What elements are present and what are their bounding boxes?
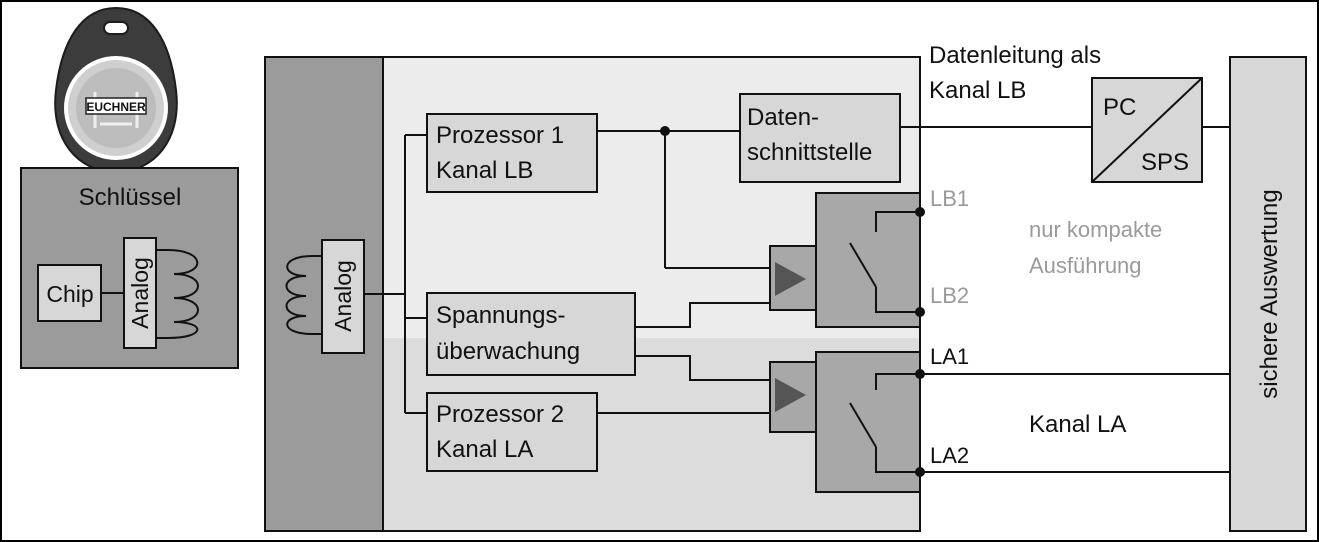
dataline-label-line1: Datenleitung als	[929, 42, 1101, 69]
analog-bus	[364, 134, 427, 414]
data-iface-line1: Daten-	[747, 104, 819, 131]
processor1-line2: Kanal LB	[436, 157, 533, 184]
key-fob-icon: EUCHNER	[54, 6, 178, 174]
key-analog-box	[123, 237, 157, 349]
key-title: Schlüssel	[79, 184, 182, 211]
la2-label: LA2	[930, 443, 969, 468]
safe-evaluation-box	[1229, 56, 1307, 532]
processor2-line1: Prozessor 2	[436, 401, 564, 428]
safe-evaluation-label: sichere Auswertung	[1256, 189, 1283, 398]
processor2-box	[426, 392, 598, 472]
reader-coil-icon	[285, 255, 322, 335]
channel-la-label: Kanal LA	[1029, 411, 1126, 438]
chip-label: Chip	[46, 281, 93, 307]
pc-sps-divider	[1091, 77, 1203, 183]
sps-label: SPS	[1141, 149, 1189, 176]
lb2-label: LB2	[930, 283, 969, 308]
processor1-line1: Prozessor 1	[436, 122, 564, 149]
junction-dot	[660, 126, 670, 136]
coil-icon	[156, 249, 199, 339]
la-switch	[769, 351, 921, 493]
processor1-box	[426, 113, 598, 193]
voltage-monitor-box	[426, 292, 636, 376]
key-analog-label: Analog	[127, 257, 153, 329]
data-interface-box	[739, 93, 901, 183]
lb1-terminal	[915, 207, 925, 217]
pc-label: PC	[1103, 94, 1136, 121]
la1-label: LA1	[930, 344, 969, 369]
compact-note-line1: nur kompakte	[1029, 217, 1162, 242]
compact-note-line2: Ausführung	[1029, 253, 1142, 278]
dataline-label-line2: Kanal LB	[929, 77, 1026, 104]
chip-box	[37, 264, 102, 322]
data-iface-line2: schnittstelle	[747, 139, 872, 166]
brand-logo: EUCHNER	[86, 100, 146, 114]
lb1-label: LB1	[930, 186, 969, 211]
lb-switch	[769, 192, 921, 328]
la-output-lines	[920, 373, 1230, 473]
voltage-line1: Spannungs-	[436, 302, 565, 329]
voltage-line2: überwachung	[436, 338, 580, 365]
lb2-terminal	[915, 307, 925, 317]
voltage-wiring	[635, 302, 770, 381]
reader-analog-label: Analog	[330, 260, 356, 332]
reader-analog-box	[321, 239, 365, 354]
processor2-line2: Kanal LA	[436, 436, 533, 463]
